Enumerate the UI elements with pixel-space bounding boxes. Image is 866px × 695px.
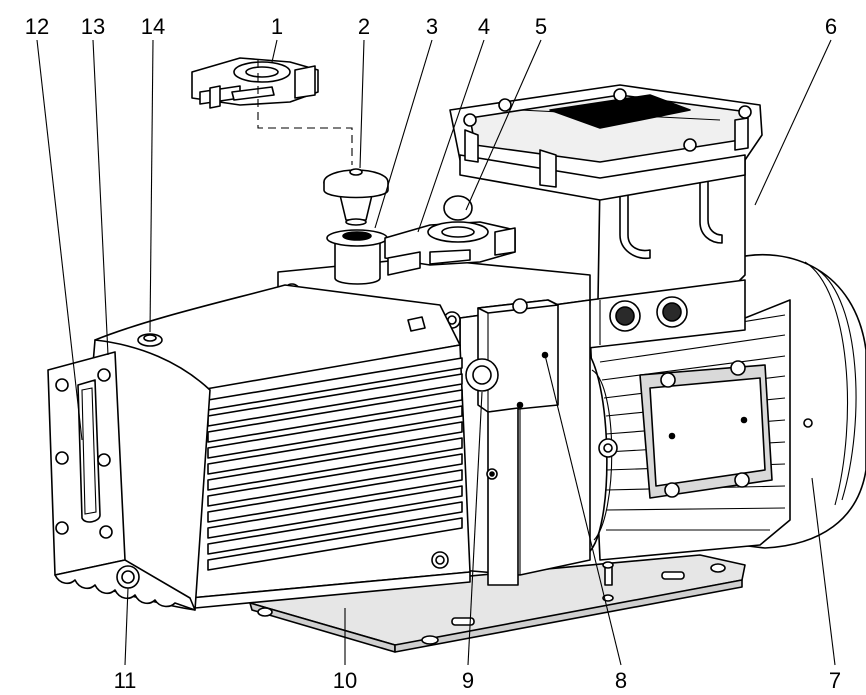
callout-10: 10 — [333, 668, 357, 693]
callout-12: 12 — [25, 14, 49, 39]
clamp-top — [191, 57, 319, 109]
callout-5: 5 — [535, 14, 547, 39]
callout-6: 6 — [825, 14, 837, 39]
front-plate-screws — [55, 368, 113, 539]
callout-9: 9 — [462, 668, 474, 693]
callout-7: 7 — [829, 668, 841, 693]
assembly-guide-line — [257, 60, 353, 165]
callout-14: 14 — [141, 14, 165, 39]
callout-11: 11 — [114, 668, 137, 693]
side-flange-block — [465, 298, 559, 586]
callout-13: 13 — [81, 14, 105, 39]
callout-8: 8 — [615, 668, 627, 693]
callout-2: 2 — [358, 14, 370, 39]
top-lid — [449, 84, 763, 201]
callout-4: 4 — [478, 14, 490, 39]
gas-ballast-valve — [443, 195, 473, 221]
callout-1: 1 — [271, 14, 283, 39]
oil-casing — [47, 284, 471, 611]
clamp-inlet — [384, 221, 516, 276]
inlet-port — [326, 229, 388, 285]
centering-ring — [323, 168, 389, 226]
leader-lines — [36, 39, 836, 666]
base-plate — [249, 554, 746, 653]
cooling-fins — [207, 357, 463, 571]
callout-labels: 1 2 3 4 5 6 7 8 9 10 11 12 13 14 — [25, 14, 841, 693]
callout-3: 3 — [426, 14, 438, 39]
motor — [577, 254, 866, 561]
